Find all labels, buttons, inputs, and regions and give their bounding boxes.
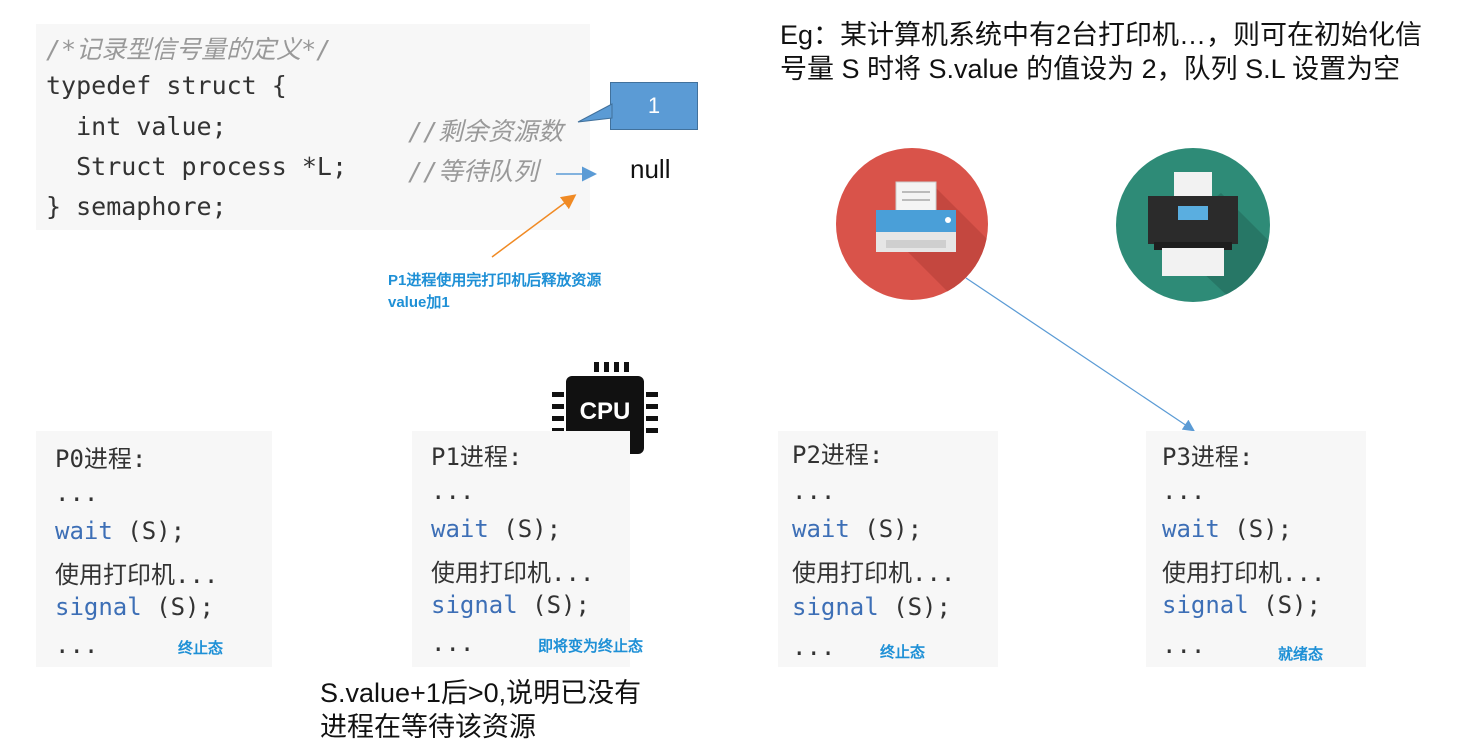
signal-keyword: signal <box>1162 591 1249 619</box>
signal-args: (S); <box>141 593 214 621</box>
struct-queue-line: Struct process *L; <box>46 152 348 181</box>
use-printer-line: 使用打印机... <box>792 559 956 587</box>
signal-keyword: signal <box>431 591 518 619</box>
semaphore-struct-code: /*记录型信号量的定义*/ typedef struct { int value… <box>36 24 590 230</box>
wait-keyword: wait <box>792 515 850 543</box>
process-dots: ... <box>792 477 836 505</box>
use-printer-line: 使用打印机... <box>431 559 595 587</box>
struct-value-comment: //剩余资源数 <box>408 117 564 146</box>
wait-args: (S); <box>488 515 562 543</box>
process-p2-code: P2进程: ... wait (S); 使用打印机... signal (S);… <box>778 431 998 667</box>
bottom-explanation-note: S.value+1后>0,说明已没有进程在等待该资源 <box>320 678 642 742</box>
process-title: P2进程: <box>792 441 884 469</box>
process-title: P1进程: <box>431 443 523 471</box>
p2-state-label: 终止态 <box>880 644 926 661</box>
wait-args: (S); <box>849 515 923 543</box>
struct-comment-title: /*记录型信号量的定义*/ <box>46 35 332 64</box>
printer-to-p3-arrow <box>965 277 1195 432</box>
signal-keyword: signal <box>792 593 879 621</box>
value-callout-text: 1 <box>647 93 661 118</box>
struct-end-line: } semaphore; <box>46 192 227 221</box>
process-dots: ... <box>1162 477 1206 505</box>
wait-args: (S); <box>1219 515 1293 543</box>
signal-keyword: signal <box>55 593 142 621</box>
process-dots: ... <box>431 629 475 657</box>
printer-icon <box>836 148 988 300</box>
p1-release-note-line2: value加1 <box>388 294 450 311</box>
process-dots: ... <box>792 633 836 661</box>
struct-queue-comment: //等待队列 <box>408 157 539 186</box>
process-p1-code: P1进程: ... wait (S); 使用打印机... signal (S);… <box>412 431 630 667</box>
process-dots: ... <box>55 479 99 507</box>
example-description: Eg：某计算机系统中有2台打印机…，则可在初始化信号量 S 时将 S.value… <box>780 20 1423 84</box>
wait-keyword: wait <box>1162 515 1220 543</box>
process-title: P3进程: <box>1162 443 1254 471</box>
p3-state-label: 就绪态 <box>1278 646 1324 663</box>
value-callout-box: 1 <box>610 82 698 130</box>
use-printer-line: 使用打印机... <box>1162 559 1326 587</box>
process-p3-code: P3进程: ... wait (S); 使用打印机... signal (S);… <box>1146 431 1366 667</box>
cpu-label: CPU <box>579 398 631 425</box>
p1-release-note: P1进程使用完打印机后释放资源 value加1 <box>388 270 601 314</box>
process-dots: ... <box>55 631 99 659</box>
p1-release-note-line1: P1进程使用完打印机后释放资源 <box>388 272 602 289</box>
callout-pointer <box>577 103 613 123</box>
p0-state-label: 终止态 <box>178 640 224 657</box>
struct-value-line: int value; <box>46 112 227 141</box>
signal-args: (S); <box>517 591 590 619</box>
struct-typedef-line: typedef struct { <box>46 71 287 100</box>
wait-args: (S); <box>112 517 186 545</box>
release-note-arrow <box>491 194 577 258</box>
signal-args: (S); <box>1248 591 1321 619</box>
process-dots: ... <box>1162 631 1206 659</box>
printer-icon <box>1116 148 1270 302</box>
process-dots: ... <box>431 477 475 505</box>
null-label: null <box>630 154 671 184</box>
use-printer-line: 使用打印机... <box>55 561 219 589</box>
wait-keyword: wait <box>431 515 489 543</box>
wait-keyword: wait <box>55 517 113 545</box>
p1-state-label: 即将变为终止态 <box>538 638 644 655</box>
process-p0-code: P0进程: ... wait (S); 使用打印机... signal (S);… <box>36 431 272 667</box>
signal-args: (S); <box>878 593 951 621</box>
process-title: P0进程: <box>55 445 147 473</box>
